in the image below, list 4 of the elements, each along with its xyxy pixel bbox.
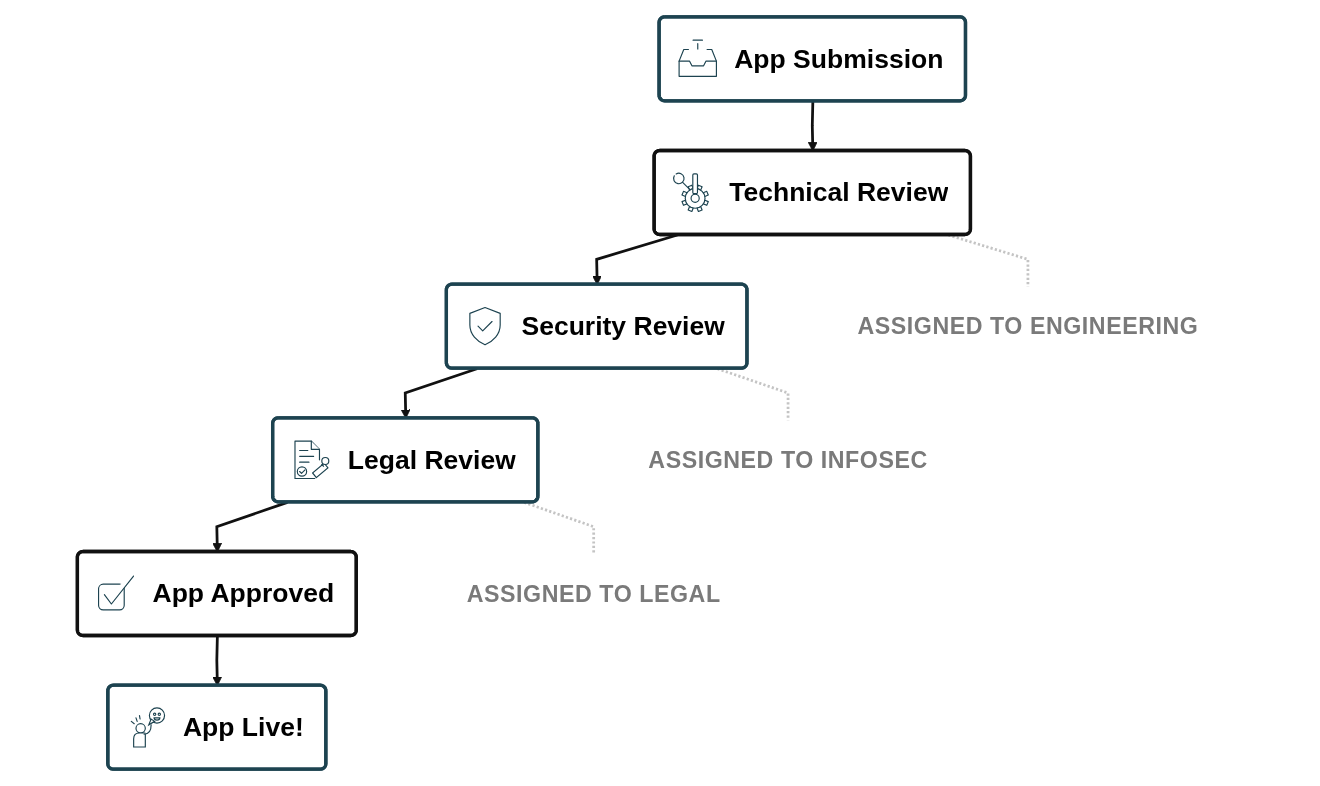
node-text: ASSIGNED TO ENGINEERING <box>857 313 1199 339</box>
connector <box>523 501 596 554</box>
node-text: ASSIGNED TO LEGAL <box>466 580 721 606</box>
node-text: ASSIGNED TO INFOSEC <box>648 446 928 473</box>
